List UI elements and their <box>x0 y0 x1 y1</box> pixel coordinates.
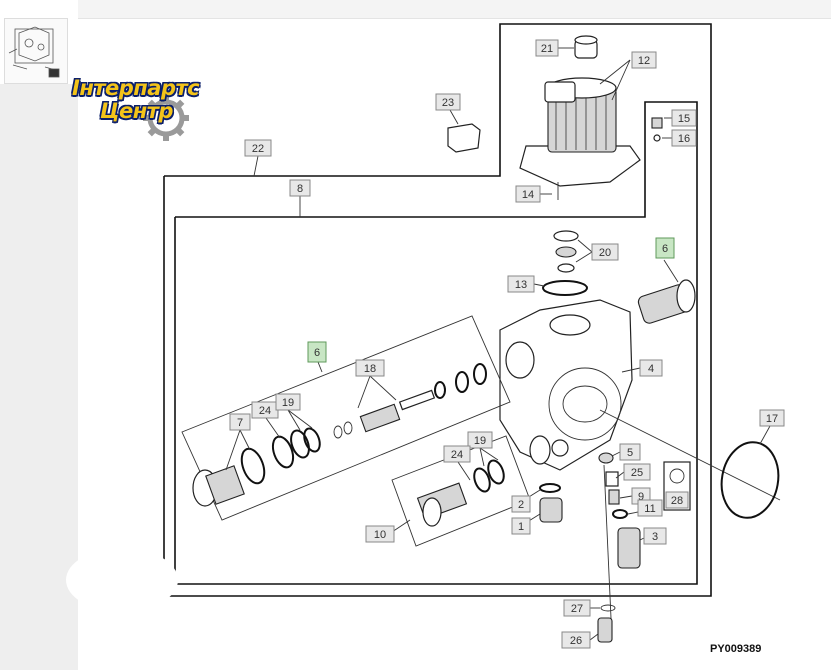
callout-2-text: 2 <box>518 499 524 511</box>
callout-7-text: 7 <box>237 417 243 429</box>
callout-21: 21 <box>535 39 574 57</box>
callout-18-text: 18 <box>364 363 376 375</box>
callout-20: 20 <box>575 239 619 263</box>
callout-27: 27 <box>563 599 600 617</box>
callout-2: 2 <box>511 489 541 513</box>
callout-20-text: 20 <box>599 247 611 259</box>
callout-19-top: 19 <box>275 393 313 431</box>
callout-23: 23 <box>435 93 461 125</box>
callout-24-bottom-text: 24 <box>451 449 463 461</box>
callout-25-text: 25 <box>631 467 643 479</box>
callout-6-left-text: 6 <box>314 347 320 359</box>
callout-17-text: 17 <box>766 413 778 425</box>
callout-26-text: 26 <box>570 635 582 647</box>
callout-9-text: 9 <box>638 491 644 503</box>
callout-19-bottom: 19 <box>467 431 499 467</box>
cap-part <box>574 35 598 59</box>
logo-line-1: Інтерпартс <box>72 76 200 100</box>
callout-24-top-text: 24 <box>259 405 271 417</box>
callout-28-text: 28 <box>671 495 683 507</box>
callout-15: 15 <box>664 109 697 127</box>
sensor-stack-part <box>598 452 641 641</box>
callout-12-text: 12 <box>638 55 650 67</box>
logo-line-2: Центр <box>100 99 173 123</box>
callout-25: 25 <box>615 463 651 481</box>
callout-4: 4 <box>621 359 663 377</box>
callout-14: 14 <box>515 185 552 203</box>
callout-6-left: 6 <box>307 341 327 373</box>
callout-18: 18 <box>355 359 397 409</box>
callout-3: 3 <box>639 527 667 545</box>
seal-stack-part <box>553 230 579 273</box>
washer-part <box>653 134 661 142</box>
callout-5-text: 5 <box>627 447 633 459</box>
callout-16: 16 <box>662 129 697 147</box>
callout-10-text: 10 <box>374 529 386 541</box>
callout-13-text: 13 <box>515 279 527 291</box>
o-ring-2 <box>539 483 561 493</box>
callout-14-text: 14 <box>522 189 534 201</box>
o-ring-27 <box>600 604 616 612</box>
callout-12: 12 <box>599 51 657 101</box>
screw-part <box>651 117 663 129</box>
callout-8-text: 8 <box>297 183 303 195</box>
callout-21-text: 21 <box>541 43 553 55</box>
callout-23-text: 23 <box>442 97 454 109</box>
callout-6-right: 6 <box>655 237 679 283</box>
callout-6-right-text: 6 <box>662 243 668 255</box>
valve-housing-part <box>499 299 781 501</box>
brand-logo: Інтерпартс Центр <box>66 72 200 142</box>
left-panel <box>0 84 78 670</box>
callout-1: 1 <box>511 513 541 535</box>
callout-19-bottom-text: 19 <box>474 435 486 447</box>
callout-17: 17 <box>759 409 785 445</box>
top-bar <box>78 0 831 19</box>
relief-valve-part <box>192 363 487 507</box>
callout-4-text: 4 <box>648 363 654 375</box>
valve-cartridge-part-right <box>637 279 696 324</box>
elbow-fitting-26 <box>597 617 613 643</box>
o-ring-13 <box>542 280 588 296</box>
callout-3-text: 3 <box>652 531 658 543</box>
thumbnail-image[interactable] <box>4 18 68 84</box>
gear-icon <box>143 95 189 141</box>
callout-15-text: 15 <box>678 113 690 125</box>
callout-27-text: 27 <box>571 603 583 615</box>
callout-22-text: 22 <box>252 143 264 155</box>
lower-valve-part <box>416 459 505 527</box>
callout-24-top: 24 <box>251 401 281 439</box>
callout-19-top-text: 19 <box>282 397 294 409</box>
callout-13: 13 <box>507 275 545 293</box>
callout-5: 5 <box>611 443 641 461</box>
callout-28: 28 <box>665 491 689 509</box>
callout-26: 26 <box>561 631 599 649</box>
callout-16-text: 16 <box>678 133 690 145</box>
callout-1-text: 1 <box>518 521 524 533</box>
o-ring-17 <box>720 441 780 519</box>
callout-22: 22 <box>244 139 272 177</box>
overlay-blob <box>66 548 178 612</box>
pump-motor-part <box>519 77 641 200</box>
drawing-code: PY009389 <box>710 643 762 655</box>
callout-11-text: 11 <box>644 503 655 515</box>
callout-24-bottom: 24 <box>443 445 471 481</box>
connector-part <box>447 123 481 153</box>
callout-8: 8 <box>289 179 311 217</box>
callout-7: 7 <box>225 413 251 471</box>
thumbnail-drawing <box>8 26 60 78</box>
plug-1 <box>539 497 563 523</box>
callout-10: 10 <box>365 519 411 543</box>
callout-11: 11 <box>627 499 663 517</box>
